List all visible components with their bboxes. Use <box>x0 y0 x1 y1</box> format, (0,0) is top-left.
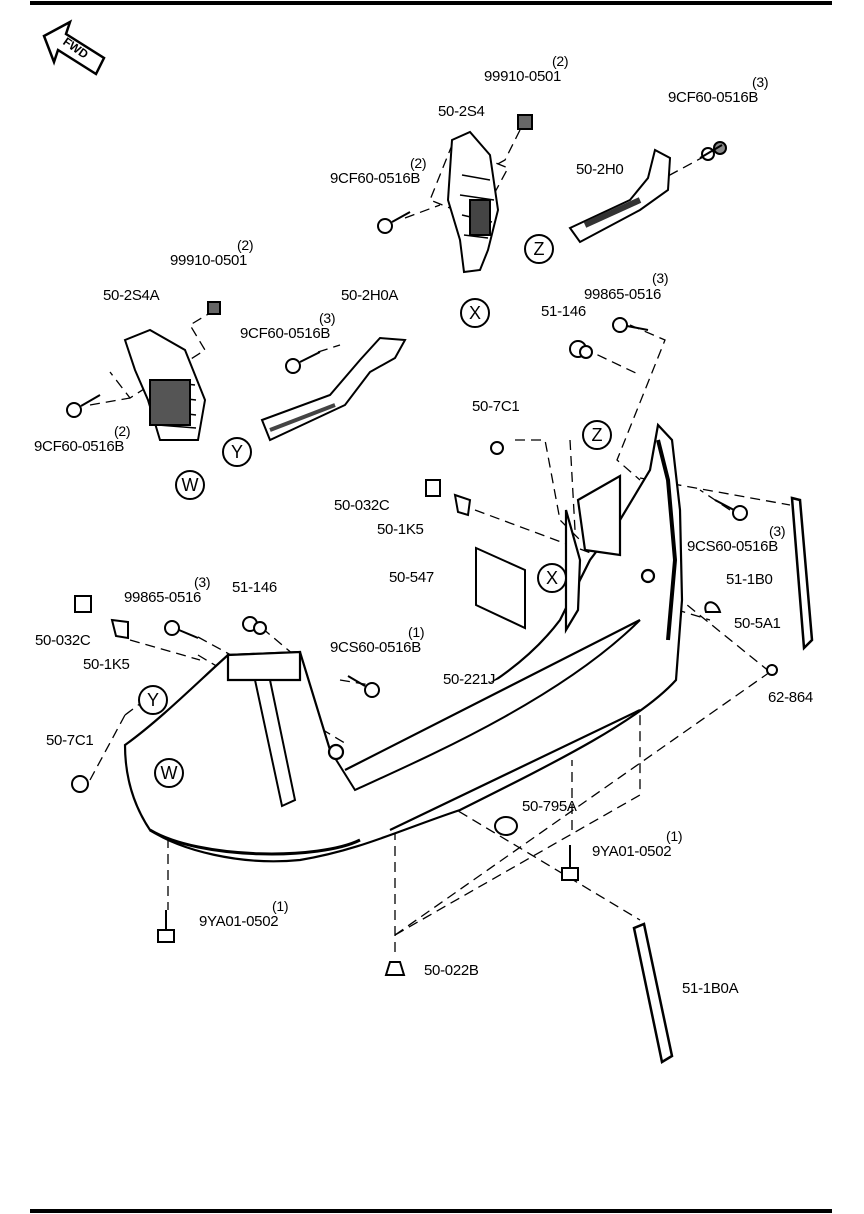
bracket-50-2S4A <box>123 301 221 441</box>
part-number: 50-2H0A <box>341 287 399 304</box>
part-qty: (3) <box>319 310 336 326</box>
bracket-50-2H0 <box>568 141 727 244</box>
part-number: 50-2H0 <box>576 161 624 178</box>
part-number: 99865-0516 <box>584 286 662 303</box>
part-number: 50-022B <box>424 962 479 979</box>
part-qty: (3) <box>194 574 211 590</box>
part-number: 9CS60-0516B <box>330 639 421 656</box>
ref-circle-z: Z <box>582 420 612 450</box>
part-number: 9YA01-0502 <box>592 843 672 860</box>
part-number: 9CF60-0516B <box>668 89 759 106</box>
part-number: 9CF60-0516B <box>240 325 331 342</box>
reflector-51-1B0A <box>632 922 674 1064</box>
part-number: 50-2S4A <box>103 287 160 304</box>
part-qty: (3) <box>769 523 786 539</box>
part-number: 62-864 <box>768 689 813 706</box>
part-number: 9CF60-0516B <box>34 438 125 455</box>
part-number: 50-032C <box>334 497 390 514</box>
part-number: 51-146 <box>541 303 586 320</box>
part-qty: (2) <box>410 155 427 171</box>
part-qty: (2) <box>114 423 131 439</box>
part-number: 99910-0501 <box>484 68 562 85</box>
ref-circle-z: Z <box>524 234 554 264</box>
part-number: 50-7C1 <box>46 732 94 749</box>
plate-pad-50-547 <box>475 546 526 630</box>
part-number: 9CF60-0516B <box>330 170 421 187</box>
part-number: 9CS60-0516B <box>687 538 778 555</box>
part-number: 51-1B0 <box>726 571 773 588</box>
fwd-arrow-icon <box>42 19 106 76</box>
part-number: 50-1K5 <box>377 521 424 538</box>
part-number: 51-1B0A <box>682 980 739 997</box>
part-number: 50-7C1 <box>472 398 520 415</box>
part-number: 99910-0501 <box>170 252 248 269</box>
part-number: 50-5A1 <box>734 615 781 632</box>
ref-circle-w: W <box>154 758 184 788</box>
fastener-icons <box>66 144 778 976</box>
part-number: 50-795A <box>522 798 577 815</box>
part-qty: (3) <box>652 270 669 286</box>
part-number: 51-146 <box>232 579 277 596</box>
part-number: 9YA01-0502 <box>199 913 279 930</box>
ref-circle-x: X <box>460 298 490 328</box>
bracket-50-2S4 <box>446 114 533 274</box>
part-number: 50-2S4 <box>438 103 485 120</box>
part-number: 50-221J <box>443 671 496 688</box>
part-number: 99865-0516 <box>124 589 202 606</box>
bracket-50-2H0A <box>260 336 407 442</box>
reflector-51-1B0 <box>790 496 814 651</box>
part-qty: (1) <box>408 624 425 640</box>
part-qty: (3) <box>752 74 769 90</box>
part-number: 50-1K5 <box>83 656 130 673</box>
part-qty: (2) <box>552 53 569 69</box>
part-number: 50-547 <box>389 569 434 586</box>
ref-circle-x: X <box>537 563 567 593</box>
part-qty: (2) <box>237 237 254 253</box>
ref-circle-w: W <box>175 470 205 500</box>
part-number: 50-032C <box>35 632 91 649</box>
cap-50-795A <box>494 816 518 836</box>
part-qty: (1) <box>272 898 289 914</box>
part-qty: (1) <box>666 828 683 844</box>
ref-circle-y: Y <box>222 437 252 467</box>
ref-circle-y: Y <box>138 685 168 715</box>
rear-bumper-50-221J <box>123 422 684 863</box>
